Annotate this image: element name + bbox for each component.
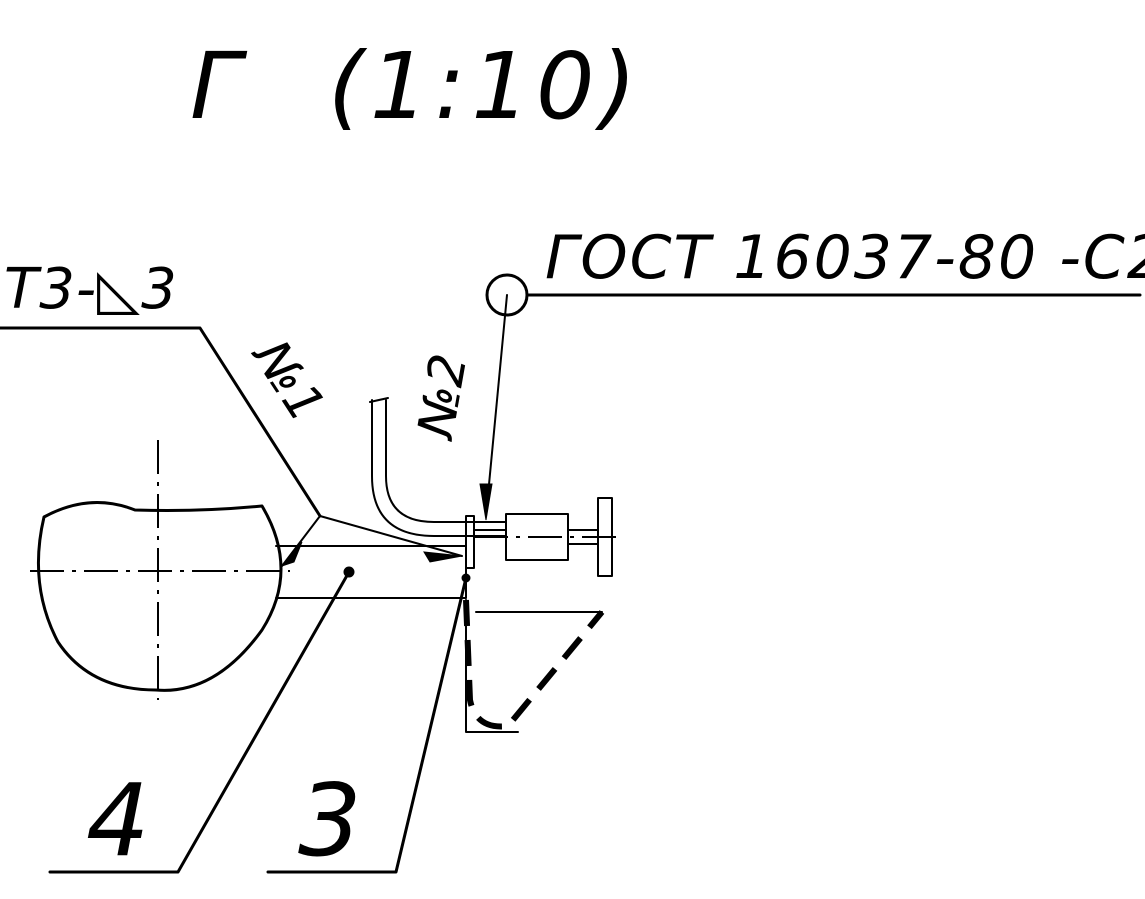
pos-3-label: 3 xyxy=(298,762,362,879)
weld-1-arrowhead-right xyxy=(423,551,463,563)
view-title: Г xyxy=(190,33,248,140)
weld-1-symbol: Т3-◺3 xyxy=(4,257,178,322)
weld-1-leader-line xyxy=(0,326,322,518)
weld-2-leader-line xyxy=(485,294,508,517)
pos-4-leader xyxy=(48,570,351,874)
pipe-break-mark xyxy=(369,397,389,403)
part-3-trough-frame xyxy=(465,599,519,733)
pos-3-leader xyxy=(266,576,468,874)
weld-2-arrowhead xyxy=(479,483,493,521)
cylinder-section xyxy=(36,500,283,692)
pipe-outer-wall xyxy=(371,399,507,537)
pos-4-label: 4 xyxy=(86,762,150,879)
weld-2-standard: ГОСТ 16037-80 -С2 xyxy=(545,223,1145,293)
part-4-bar xyxy=(275,545,467,599)
weld-2-number: №2 xyxy=(406,349,478,445)
view-scale: (1:10) xyxy=(328,33,642,140)
part-3-trough-outline xyxy=(463,599,605,730)
pipe-flange xyxy=(465,515,475,569)
weld-1-branch-right xyxy=(319,515,463,557)
weld-1-arrowhead-left xyxy=(280,541,303,568)
pipe-inner-wall xyxy=(385,399,507,523)
